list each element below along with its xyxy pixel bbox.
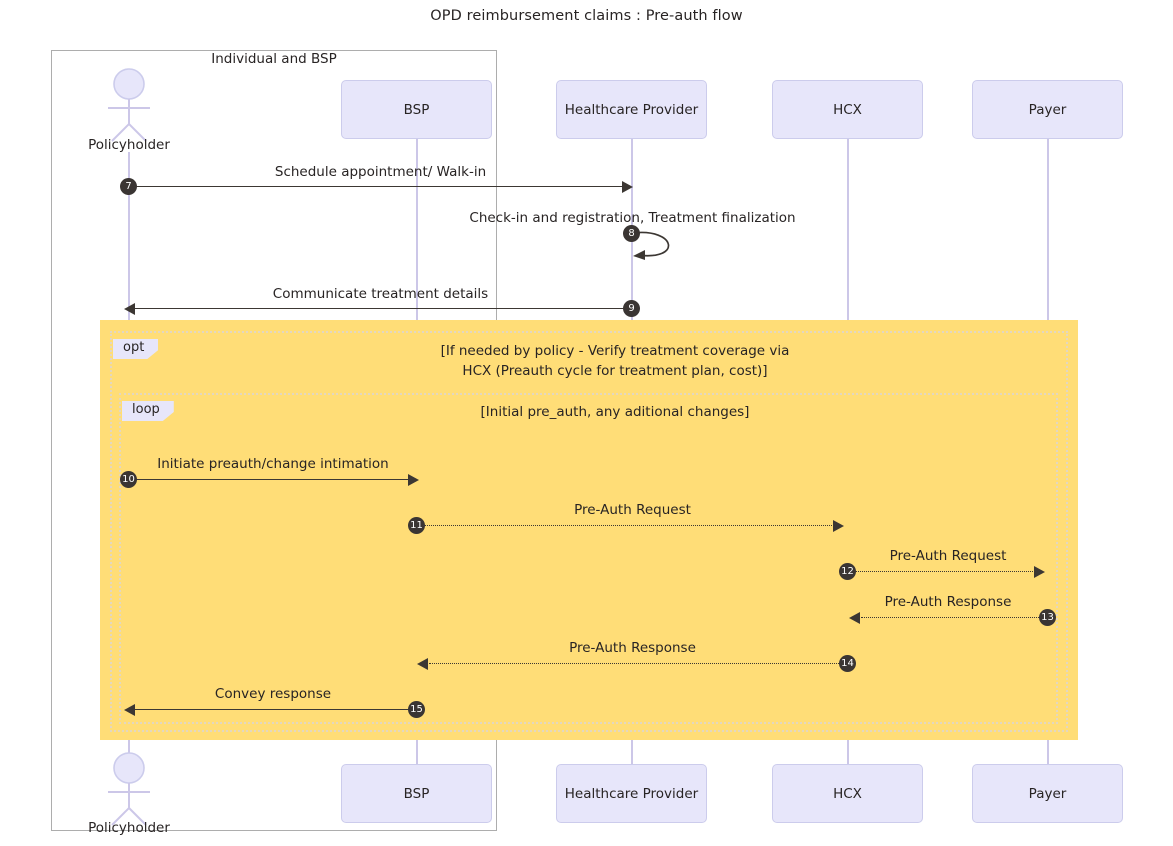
message-line-12	[848, 571, 1035, 572]
message-seq-badge-10: 10	[120, 471, 137, 488]
group-box-label: Individual and BSP	[211, 51, 337, 67]
fragment-tag-loop: loop	[122, 401, 174, 421]
message-line-14	[429, 663, 841, 664]
participant-bsp-top[interactable]: BSP	[341, 80, 492, 139]
participant-payer-top[interactable]: Payer	[972, 80, 1123, 139]
actor-label-policyholder-top: Policyholder	[88, 137, 170, 153]
actor-label-policyholder-bottom: Policyholder	[88, 820, 170, 836]
message-line-11	[417, 525, 834, 526]
message-label-13: Pre-Auth Response	[884, 594, 1012, 610]
message-label-11: Pre-Auth Request	[574, 502, 691, 518]
message-line-7	[129, 186, 623, 187]
page-title: OPD reimbursement claims : Pre-auth flow	[430, 8, 743, 24]
message-label-7: Schedule appointment/ Walk-in	[274, 164, 487, 180]
fragment-guard-opt-line2: HCX (Preauth cycle for treatment plan, c…	[462, 362, 768, 379]
message-line-10	[129, 479, 409, 480]
message-label-9: Communicate treatment details	[272, 286, 489, 302]
message-seq-badge-8: 8	[623, 225, 640, 242]
message-seq-badge-11: 11	[408, 517, 425, 534]
actor-stick-figure-icon	[108, 752, 150, 826]
fragment-guard-loop-line1: [Initial pre_auth, any aditional changes…	[480, 404, 750, 420]
message-self-loop-8	[632, 231, 670, 260]
participant-bsp-bottom[interactable]: BSP	[341, 764, 492, 823]
message-arrowhead-15	[124, 704, 135, 716]
fragment-opt-background	[100, 320, 1078, 740]
message-label-12: Pre-Auth Request	[889, 548, 1007, 564]
message-label-15: Convey response	[214, 686, 332, 702]
actor-policyholder-top	[103, 68, 155, 146]
message-arrowhead-11	[833, 520, 844, 532]
message-seq-badge-13: 13	[1039, 609, 1056, 626]
message-arrowhead-9	[124, 303, 135, 315]
message-arrowhead-12	[1034, 566, 1045, 578]
message-line-13	[861, 617, 1041, 618]
participant-provider-top[interactable]: Healthcare Provider	[556, 80, 707, 139]
participant-hcx-bottom[interactable]: HCX	[772, 764, 923, 823]
actor-stick-figure-icon	[108, 68, 150, 142]
participant-hcx-top[interactable]: HCX	[772, 80, 923, 139]
fragment-guard-opt: [If needed by policy - Verify treatment …	[360, 342, 870, 381]
message-label-14: Pre-Auth Response	[569, 640, 696, 656]
message-seq-badge-7: 7	[120, 178, 137, 195]
message-seq-badge-15: 15	[408, 701, 425, 718]
message-arrowhead-14	[417, 658, 428, 670]
fragment-tag-opt: opt	[113, 339, 158, 359]
fragment-guard-loop: [Initial pre_auth, any aditional changes…	[360, 403, 870, 423]
message-seq-badge-9: 9	[623, 300, 640, 317]
message-line-15	[129, 709, 415, 710]
message-line-9	[129, 308, 630, 309]
message-arrowhead-10	[408, 474, 419, 486]
participant-payer-bottom[interactable]: Payer	[972, 764, 1123, 823]
fragment-guard-opt-line1: [If needed by policy - Verify treatment …	[440, 343, 790, 359]
message-arrowhead-7	[622, 181, 633, 193]
actor-policyholder-bottom	[103, 752, 155, 830]
message-seq-badge-12: 12	[839, 563, 856, 580]
message-label-10: Initiate preauth/change intimation	[157, 456, 389, 472]
message-arrowhead-13	[849, 612, 860, 624]
participant-provider-bottom[interactable]: Healthcare Provider	[556, 764, 707, 823]
message-seq-badge-14: 14	[839, 655, 856, 672]
message-label-8: Check-in and registration, Treatment fin…	[469, 210, 796, 226]
